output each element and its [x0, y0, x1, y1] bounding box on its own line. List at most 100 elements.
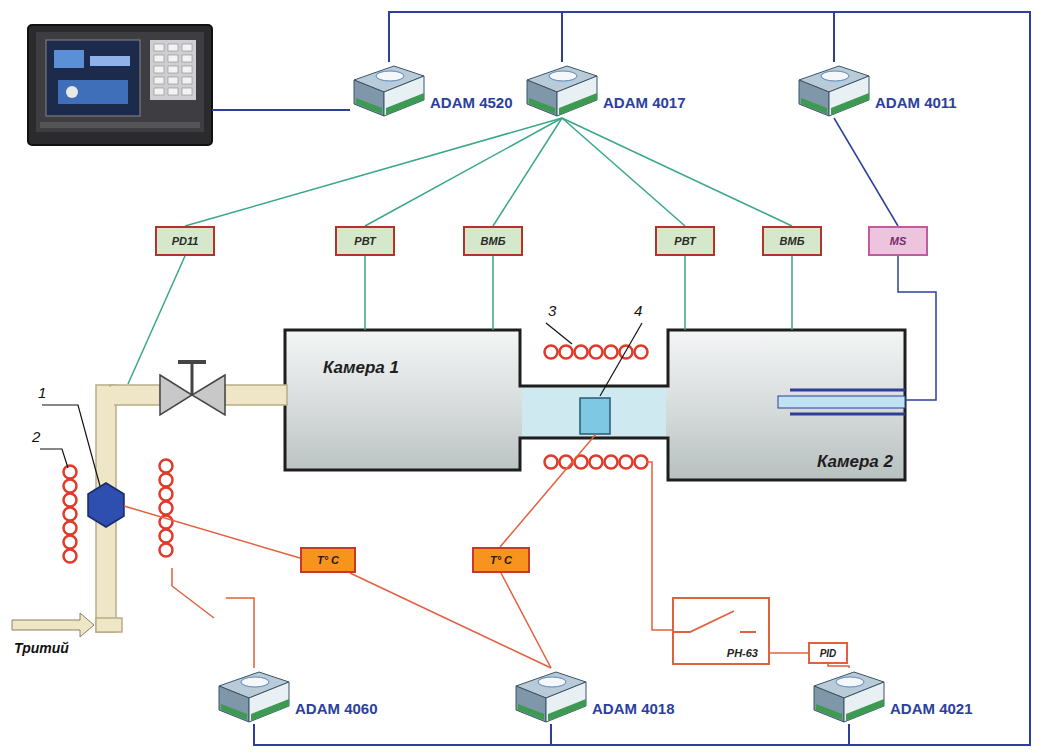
key	[182, 77, 192, 84]
connector	[834, 118, 898, 226]
adam-module: ADAM 4017	[523, 62, 686, 118]
connector	[834, 12, 1030, 745]
sensor-box: ВМБ	[463, 226, 523, 256]
connector	[898, 256, 936, 400]
connector	[365, 118, 562, 226]
node-text: Камера 2	[817, 452, 893, 472]
vacuum-chamber: Камера 2	[668, 330, 905, 480]
node-text: PH-63	[727, 647, 758, 659]
connector	[791, 256, 793, 330]
callout-number: 3	[548, 302, 556, 319]
key	[154, 88, 164, 95]
getter-1	[88, 483, 124, 527]
node-text: MS	[890, 235, 907, 247]
bus-wire	[212, 109, 350, 111]
key	[154, 44, 164, 51]
sample-4	[580, 398, 610, 434]
connector	[770, 652, 808, 654]
connector	[501, 573, 551, 668]
callout-number: 1	[38, 384, 46, 401]
connector	[350, 573, 551, 668]
connector	[562, 118, 792, 226]
connector	[492, 256, 494, 330]
callout-number: 4	[634, 302, 642, 319]
heater-coil	[545, 346, 648, 469]
adam-module: ADAM 4060	[215, 668, 378, 724]
sensor-box: PD11	[155, 226, 215, 256]
node-text: ADAM 4017	[603, 94, 686, 111]
thermometer-box: T° C	[472, 547, 530, 573]
node-text: ADAM 4060	[295, 700, 378, 717]
adam-module: ADAM 4520	[350, 62, 513, 118]
key	[182, 55, 192, 62]
valve	[160, 362, 225, 415]
sensor-wire	[128, 256, 185, 384]
computer	[28, 25, 212, 145]
adam-module-icon	[523, 62, 601, 118]
keypad	[154, 44, 192, 95]
sensor-box: РВТ	[655, 226, 715, 256]
key	[168, 88, 178, 95]
adam-module-icon	[215, 668, 293, 724]
sensor-box: ВМБ	[762, 226, 822, 256]
pid-controller-box: PID	[808, 642, 848, 664]
connector	[389, 12, 562, 62]
adam-module: ADAM 4018	[512, 668, 675, 724]
key	[154, 55, 164, 62]
node-text: T° C	[490, 554, 512, 566]
node-text: РВТ	[354, 235, 375, 247]
heater-wire	[124, 434, 672, 668]
key	[154, 77, 164, 84]
thermometer-box: T° C	[300, 547, 356, 573]
key	[168, 66, 178, 73]
node-text: ВМБ	[780, 235, 805, 247]
connector	[254, 724, 551, 745]
adam-module-icon	[512, 668, 590, 724]
connector	[493, 118, 562, 226]
node-text: PD11	[172, 235, 199, 247]
node-text: PID	[820, 648, 837, 659]
node-text: ADAM 4018	[592, 700, 675, 717]
key	[154, 66, 164, 73]
connector	[562, 118, 685, 226]
connector	[551, 724, 849, 745]
chamber-neck	[522, 388, 666, 436]
key	[182, 66, 192, 73]
key	[168, 55, 178, 62]
adam-module-icon	[795, 62, 873, 118]
node-text: T° C	[317, 554, 339, 566]
node-text: ADAM 4520	[430, 94, 513, 111]
probe	[778, 390, 905, 414]
vacuum-chamber: Камера 1	[285, 330, 520, 470]
connector	[185, 118, 562, 226]
connector	[684, 256, 686, 330]
connector	[562, 12, 834, 62]
inlet-arrow	[12, 613, 94, 637]
node-text: ADAM 4021	[890, 700, 973, 717]
key	[168, 77, 178, 84]
connector	[828, 664, 849, 668]
adam-module: ADAM 4011	[795, 62, 957, 118]
sensor-box: РВТ	[335, 226, 395, 256]
key	[182, 44, 192, 51]
connector	[364, 256, 366, 330]
heater-coil	[64, 460, 173, 563]
node-text: ВМБ	[481, 235, 506, 247]
relay-box: PH-63	[672, 597, 770, 665]
inlet-label: Тритий	[14, 640, 69, 656]
node-text: РВТ	[674, 235, 695, 247]
callout-number: 2	[32, 428, 40, 445]
mass-spectrometer-box: MS	[868, 226, 928, 256]
adam-module-icon	[350, 62, 428, 118]
node-text: Камера 1	[323, 358, 399, 378]
node-text: ADAM 4011	[875, 94, 957, 111]
adam-module: ADAM 4021	[810, 668, 973, 724]
vacuum-chamber	[285, 330, 905, 480]
adam-module-icon	[810, 668, 888, 724]
key	[168, 44, 178, 51]
leader-line	[40, 323, 642, 486]
key	[182, 88, 192, 95]
